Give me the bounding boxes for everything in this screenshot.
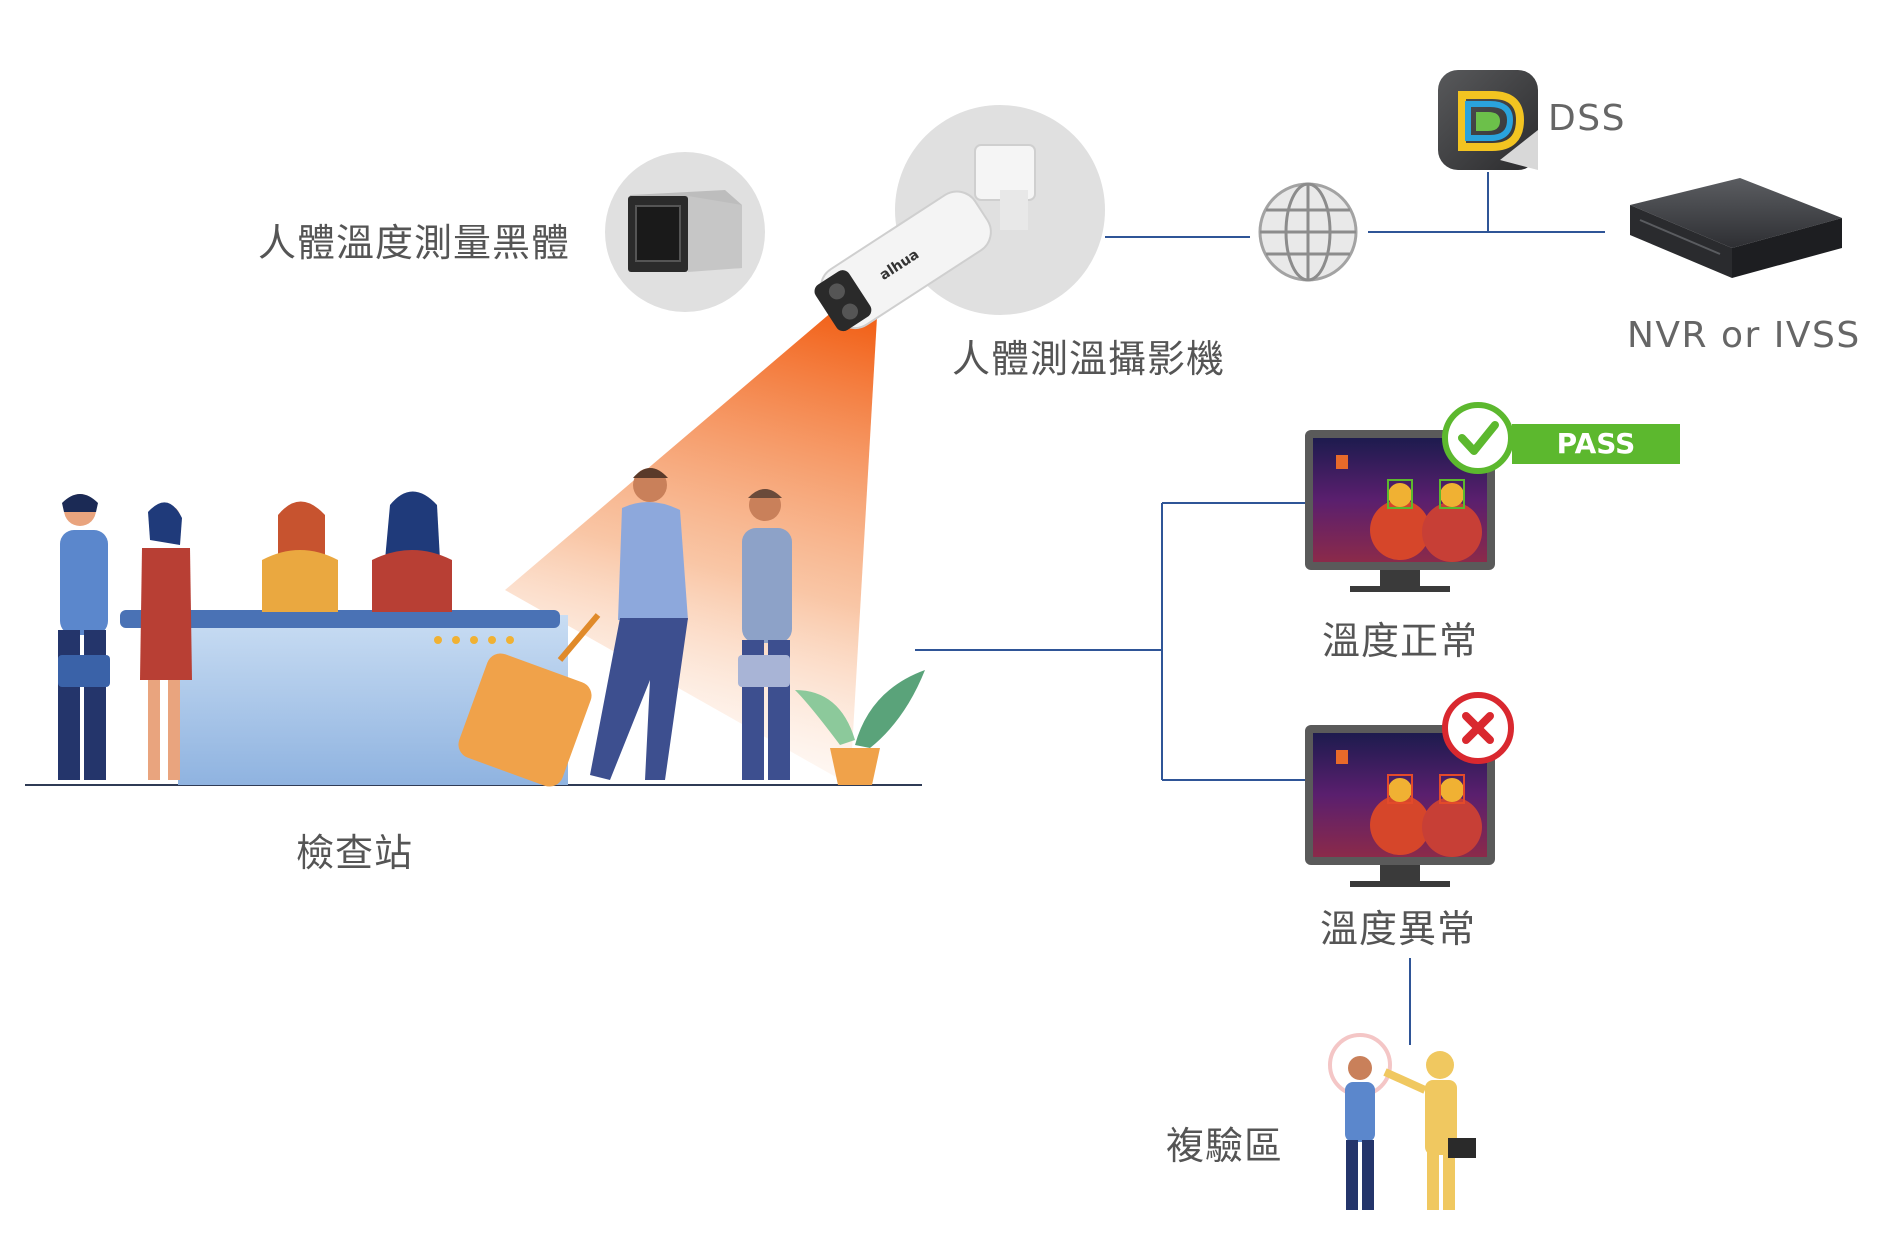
queue-person-woman [140, 502, 192, 780]
blackbody-label: 人體溫度測量黑體 [258, 221, 571, 265]
normal-status-label: 溫度正常 [1322, 619, 1479, 663]
recheck-scene [1328, 1033, 1476, 1210]
standing-person [738, 489, 792, 780]
thermal-camera-icon: alhua [814, 105, 1105, 332]
nvr-device-icon [1630, 178, 1842, 278]
check-badge-icon [1442, 402, 1514, 474]
camera-label: 人體測溫攝影機 [952, 337, 1226, 381]
nvr-label: NVR or IVSS [1627, 315, 1861, 356]
cross-badge-icon [1442, 692, 1514, 764]
plant-decoration [795, 670, 925, 785]
pass-banner [1512, 424, 1680, 464]
checkpoint-label: 檢查站 [296, 831, 414, 875]
checkpoint-scene [25, 468, 925, 787]
staff-figures [262, 491, 452, 612]
connection-lines [915, 172, 1605, 1045]
walking-person [590, 468, 688, 780]
queue-person-left [58, 494, 110, 780]
rating-stars [434, 636, 514, 644]
pass-text: PASS [1556, 427, 1636, 460]
dss-logo-icon [1438, 70, 1538, 170]
abnormal-status-label: 溫度異常 [1320, 907, 1477, 951]
suitcase [458, 613, 601, 787]
recheck-label: 複驗區 [1166, 1124, 1284, 1168]
blackbody-device-icon [605, 152, 765, 312]
globe-network-icon [1258, 182, 1358, 282]
dss-label: DSS [1548, 98, 1626, 139]
